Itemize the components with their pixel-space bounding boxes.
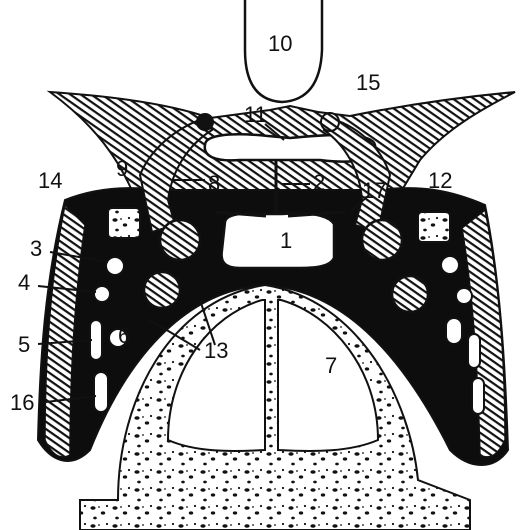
label-7: 7: [325, 355, 337, 377]
label-1: 1: [280, 230, 292, 252]
label-16: 16: [10, 392, 34, 414]
label-10: 10: [268, 33, 292, 55]
structure-1-chamber: [222, 213, 334, 268]
right-upper-channel: [362, 220, 402, 260]
left-lower-channel-13: [144, 272, 180, 308]
structure-12-cluster: [418, 212, 450, 242]
right-small-vessel-d: [468, 334, 480, 368]
right-small-vessel-a: [441, 256, 459, 274]
label-12: 12: [428, 170, 452, 192]
left-upper-channel: [160, 220, 200, 260]
right-top-knob: [321, 113, 339, 131]
label-3: 3: [30, 238, 42, 260]
label-5: 5: [18, 334, 30, 356]
right-small-vessel-c: [446, 318, 462, 344]
right-small-vessel-e: [472, 378, 484, 414]
label-17: 17: [362, 180, 386, 202]
label-4: 4: [18, 272, 30, 294]
left-top-knob: [196, 113, 214, 131]
structure-16-vessel: [94, 372, 108, 412]
right-small-vessel-b: [456, 288, 472, 304]
label-11: 11: [244, 104, 267, 126]
label-6: 6: [118, 325, 130, 347]
label-14: 14: [38, 170, 62, 192]
label-13: 13: [204, 340, 228, 362]
label-9: 9: [116, 158, 128, 180]
structure-4-vessel: [94, 286, 110, 302]
right-lower-channel: [392, 276, 428, 312]
structure-3-vessel: [106, 257, 124, 275]
label-15: 15: [356, 72, 380, 94]
label-8: 8: [208, 173, 220, 195]
structure-9-cluster: [108, 208, 140, 238]
label-2: 2: [313, 172, 325, 194]
